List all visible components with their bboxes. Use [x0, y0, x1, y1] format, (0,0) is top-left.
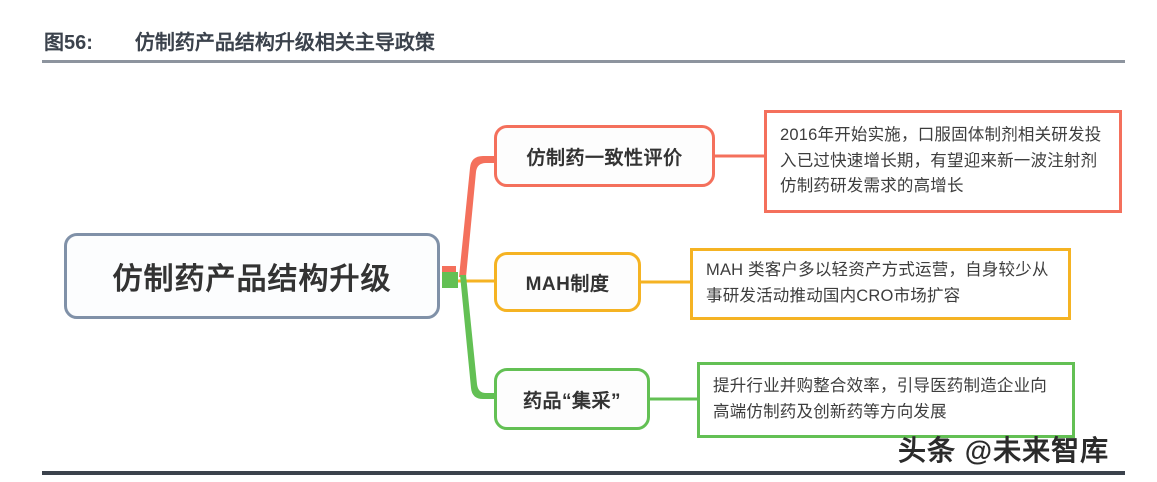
- mindmap-topic-node-3[interactable]: 药品“集采”: [494, 368, 650, 430]
- connector-green-stub: [442, 272, 458, 288]
- mindmap-description-node-3[interactable]: 提升行业并购整合效率，引导医药制造企业向高端仿制药及创新药等方向发展: [697, 362, 1075, 438]
- mindmap-canvas: 仿制药产品结构升级 仿制药一致性评价 2016年开始实施，口服固体制剂相关研发投…: [0, 66, 1157, 466]
- mindmap-topic-label-1: 仿制药一致性评价: [526, 147, 683, 169]
- header-divider: [42, 60, 1125, 63]
- footer-divider: [42, 471, 1125, 475]
- watermark-text: 头条 @未来智库: [898, 435, 1110, 466]
- mindmap-description-text-3: 提升行业并购整合效率，引导医药制造企业向高端仿制药及创新药等方向发展: [713, 377, 1047, 421]
- figure-header: 图56: 仿制药产品结构升级相关主导政策: [44, 26, 435, 55]
- mindmap-connectors: [442, 154, 764, 401]
- mindmap-topic-node-2[interactable]: MAH制度: [494, 252, 641, 312]
- connector-green-branch: [444, 275, 494, 399]
- mindmap-description-node-1[interactable]: 2016年开始实施，口服固体制剂相关研发投入已过快速增长期，有望迎来新一波注射剂…: [764, 110, 1122, 213]
- mindmap-topic-node-1[interactable]: 仿制药一致性评价: [494, 125, 715, 187]
- mindmap-topic-label-3: 药品“集采”: [522, 390, 621, 412]
- mindmap-root-label: 仿制药产品结构升级: [112, 263, 392, 296]
- mindmap-topic-label-2: MAH制度: [525, 273, 610, 295]
- figure-number: 图56:: [44, 32, 93, 54]
- mindmap-description-text-2: MAH 类客户多以轻资产方式运营，自身较少从事研发活动推动国内CRO市场扩容: [706, 261, 1049, 305]
- figure-title: 仿制药产品结构升级相关主导政策: [134, 32, 435, 54]
- mindmap-root-node[interactable]: 仿制药产品结构升级: [64, 233, 440, 319]
- connector-red-branch: [444, 156, 494, 277]
- mindmap-description-node-2[interactable]: MAH 类客户多以轻资产方式运营，自身较少从事研发活动推动国内CRO市场扩容: [690, 248, 1071, 320]
- mindmap-description-text-1: 2016年开始实施，口服固体制剂相关研发投入已过快速增长期，有望迎来新一波注射剂…: [780, 126, 1102, 196]
